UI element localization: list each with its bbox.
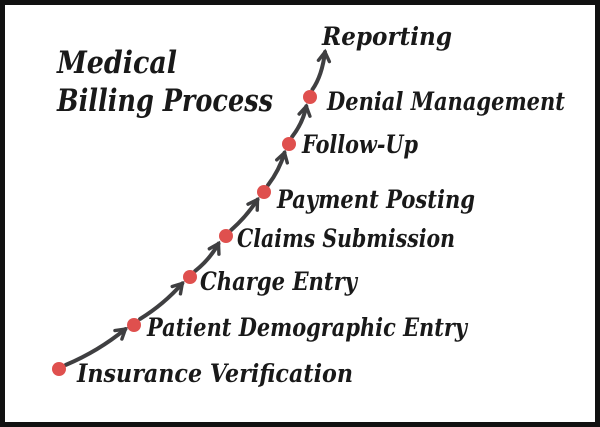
stage-dot-charge-entry [183,270,197,284]
flow-arrow-segment-1 [63,327,128,367]
diagram-title-line2: Billing Process [56,83,273,119]
stage-dot-claims-submission [219,229,233,243]
flow-arrow-segment-3 [193,240,221,273]
stage-label-charge-entry: Charge Entry [200,267,358,296]
flow-arrow-segment-2 [138,280,185,321]
stage-label-reporting: Reporting [321,22,452,51]
flow-arrow-segment-5 [266,149,289,188]
stage-label-denial-management: Denial Management [326,87,565,116]
flow-arrow-segment-4 [229,196,260,232]
flow-arrow-segment-6 [290,103,312,139]
stage-label-patient-demographic-entry: Patient Demographic Entry [146,313,468,342]
stage-dot-patient-demographic-entry [127,318,141,332]
stage-dot-denial-management [303,90,317,104]
stage-label-follow-up: Follow-Up [301,130,418,159]
stage-dot-follow-up [282,137,296,151]
stage-label-insurance-verification: Insurance Verification [76,359,353,388]
stage-label-claims-submission: Claims Submission [237,224,455,253]
stage-dot-payment-posting [257,185,271,199]
stage-dot-insurance-verification [52,362,66,376]
diagram-title-line1: Medical [56,45,177,81]
flow-arrow-segment-7 [310,48,332,92]
stage-label-payment-posting: Payment Posting [276,185,475,214]
